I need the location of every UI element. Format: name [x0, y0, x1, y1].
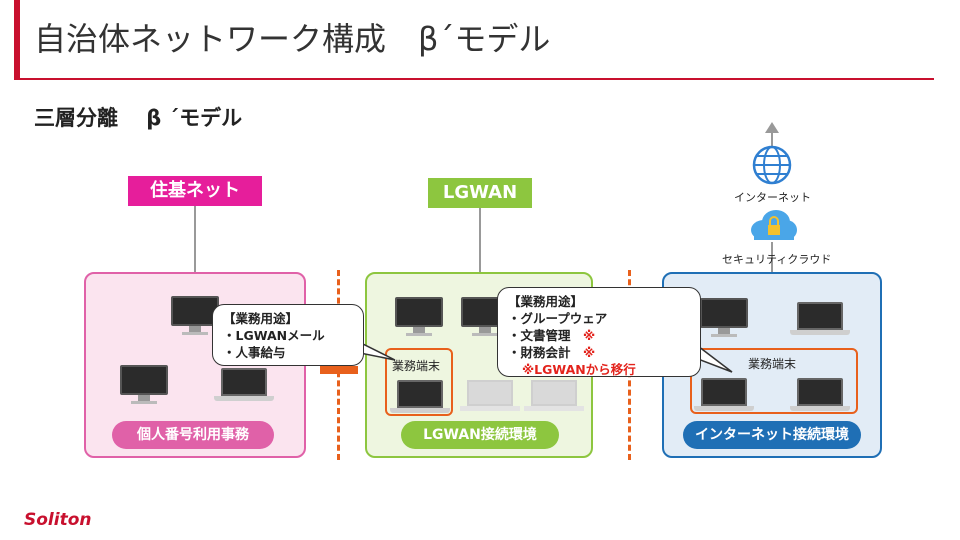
- desktop-pc-icon: [700, 298, 748, 337]
- lgwan-terminal-label: 業務端末: [392, 359, 441, 373]
- globe-icon: [752, 145, 792, 185]
- laptop-icon: [214, 368, 274, 401]
- internet-zone-label: インターネット接続環境: [683, 421, 861, 449]
- callout-right-item: 文書管理 ※: [508, 327, 690, 344]
- callout-left-item: LGWANメール: [223, 327, 353, 344]
- laptop-icon-migrated: [524, 380, 584, 411]
- laptop-icon: [694, 378, 754, 411]
- laptop-icon-migrated: [460, 380, 520, 411]
- lgwan-zone-label: LGWAN接続環境: [401, 421, 559, 449]
- juki-net-label: 住基ネット: [128, 176, 262, 206]
- callout-left-heading: 【業務用途】: [223, 311, 299, 326]
- arrow-up-icon: [765, 122, 779, 133]
- callout-left: 【業務用途】 LGWANメール 人事給与: [212, 304, 364, 366]
- title-accent-bar: [14, 0, 20, 78]
- callout-right: 【業務用途】 グループウェア 文書管理 ※ 財務会計 ※ ※LGWANから移行: [497, 287, 701, 377]
- desktop-pc-icon: [395, 297, 443, 336]
- callout-right-item: グループウェア: [508, 310, 690, 327]
- title-underline: [14, 78, 934, 80]
- cloud-link-line: [771, 242, 773, 272]
- laptop-icon: [790, 378, 850, 411]
- callout-right-item: 財務会計 ※: [508, 344, 690, 361]
- laptop-icon: [790, 302, 850, 335]
- lgwan-net-label: LGWAN: [428, 178, 532, 208]
- internet-up-line: [771, 132, 773, 146]
- callout-left-pointer: [355, 339, 396, 361]
- kojin-zone-label: 個人番号利用事務: [112, 421, 274, 449]
- lgwan-terminal-box: [385, 348, 453, 416]
- separator-gate: [320, 366, 358, 374]
- callout-left-item: 人事給与: [223, 344, 353, 361]
- soliton-logo: Soliton: [24, 510, 92, 530]
- desktop-pc-icon: [120, 365, 168, 404]
- internet-terminal-box: [690, 348, 858, 414]
- juki-link-line: [194, 206, 196, 272]
- page-subtitle: 三層分離 β ´モデル: [34, 106, 243, 130]
- callout-right-heading: 【業務用途】: [508, 294, 584, 309]
- internet-label: インターネット: [734, 191, 811, 204]
- laptop-icon: [390, 380, 450, 413]
- lgwan-link-line: [479, 208, 481, 272]
- security-cloud-label: セキュリティクラウド: [722, 253, 832, 266]
- security-cloud-icon: [751, 210, 797, 240]
- page-title: 自治体ネットワーク構成 β´モデル: [34, 20, 551, 58]
- callout-right-note: ※LGWANから移行: [522, 362, 636, 377]
- internet-terminal-label: 業務端末: [748, 357, 797, 371]
